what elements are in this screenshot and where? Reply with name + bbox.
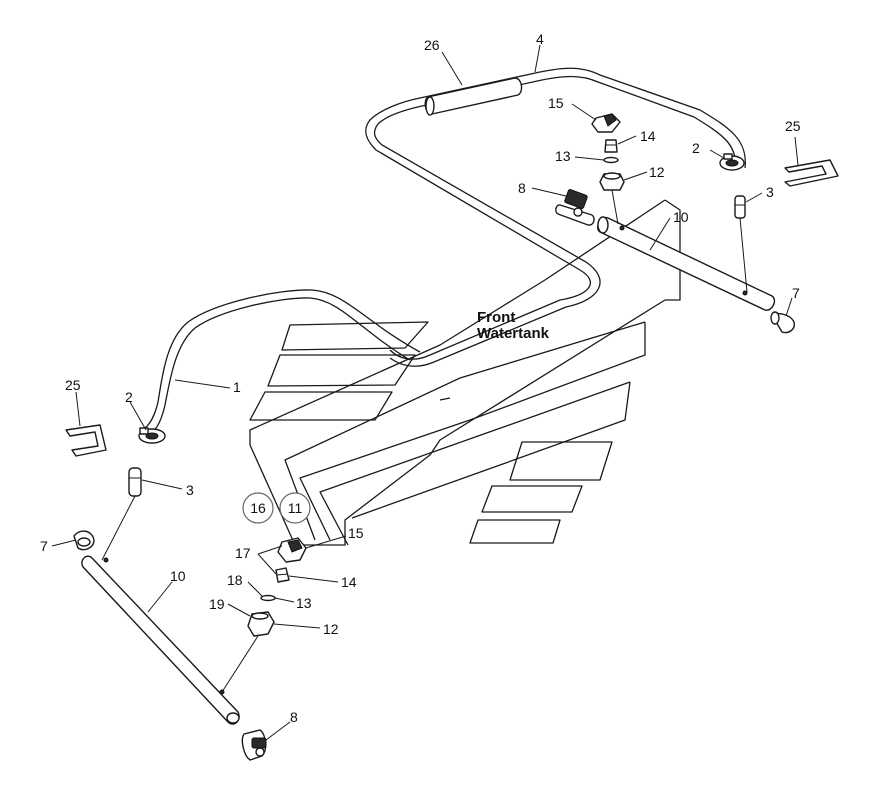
boom-right xyxy=(597,216,776,311)
valve-right xyxy=(555,189,595,226)
hose-right xyxy=(365,67,746,367)
callout-hose-left: 1 xyxy=(233,379,241,395)
callout-adapter-left: 3 xyxy=(186,482,194,498)
callout-part-18: 18 xyxy=(227,572,243,588)
callout-nozzle-body-right: 12 xyxy=(649,164,665,180)
callout-part-19: 19 xyxy=(209,596,225,612)
svg-text:11: 11 xyxy=(288,500,303,516)
callout-part-17: 17 xyxy=(235,545,251,561)
adapter-right xyxy=(734,195,748,293)
front-watertank xyxy=(249,199,681,546)
reference-circle-11: 11 xyxy=(279,492,311,524)
tag-left xyxy=(65,424,107,457)
callout-nozzle-tip-right: 14 xyxy=(640,128,656,144)
callout-valve-right: 8 xyxy=(518,180,526,196)
callout-labels: 4 26 2 3 25 15 14 13 12 8 10 7 1 25 2 3 … xyxy=(40,31,801,725)
callout-sleeve: 26 xyxy=(424,37,440,53)
callout-tag-right: 25 xyxy=(785,118,801,134)
callout-nozzle-tip-left: 14 xyxy=(341,574,357,590)
tank-label-line2: Watertank xyxy=(477,325,550,342)
boom-left xyxy=(81,555,240,725)
callout-adapter-right: 3 xyxy=(766,184,774,200)
callout-nozzle-cap-left: 15 xyxy=(348,525,364,541)
leader-lines xyxy=(51,44,799,741)
svg-text:16: 16 xyxy=(250,500,266,516)
hose-left xyxy=(144,289,421,433)
nozzle-left xyxy=(221,537,307,693)
callout-plug-right: 7 xyxy=(792,285,800,301)
callout-seal-left: 13 xyxy=(296,595,312,611)
reference-circle-16: 16 xyxy=(242,492,274,524)
callout-plug-left: 7 xyxy=(40,538,48,554)
plug-right xyxy=(770,311,796,334)
callout-valve-left: 8 xyxy=(290,709,298,725)
callout-nozzle-cap-right: 15 xyxy=(548,95,564,111)
callout-tag-left: 25 xyxy=(65,377,81,393)
callout-boom-right: 10 xyxy=(673,209,689,225)
tag-right xyxy=(784,159,839,187)
sleeve xyxy=(424,77,523,116)
callout-clamp-right: 2 xyxy=(692,140,700,156)
tank-label: Front Watertank xyxy=(477,309,550,342)
plug-left xyxy=(73,530,95,551)
nozzle-right xyxy=(591,113,625,225)
callout-nozzle-body-left: 12 xyxy=(323,621,339,637)
callout-clamp-left: 2 xyxy=(125,389,133,405)
callout-seal-right: 13 xyxy=(555,148,571,164)
callout-hose-right: 4 xyxy=(536,31,544,47)
callout-boom-left: 10 xyxy=(170,568,186,584)
valve-left xyxy=(241,729,267,761)
tank-label-line1: Front xyxy=(477,309,515,326)
clamp-left xyxy=(138,427,166,444)
clamp-right xyxy=(719,153,745,171)
adapter-left xyxy=(101,467,142,561)
